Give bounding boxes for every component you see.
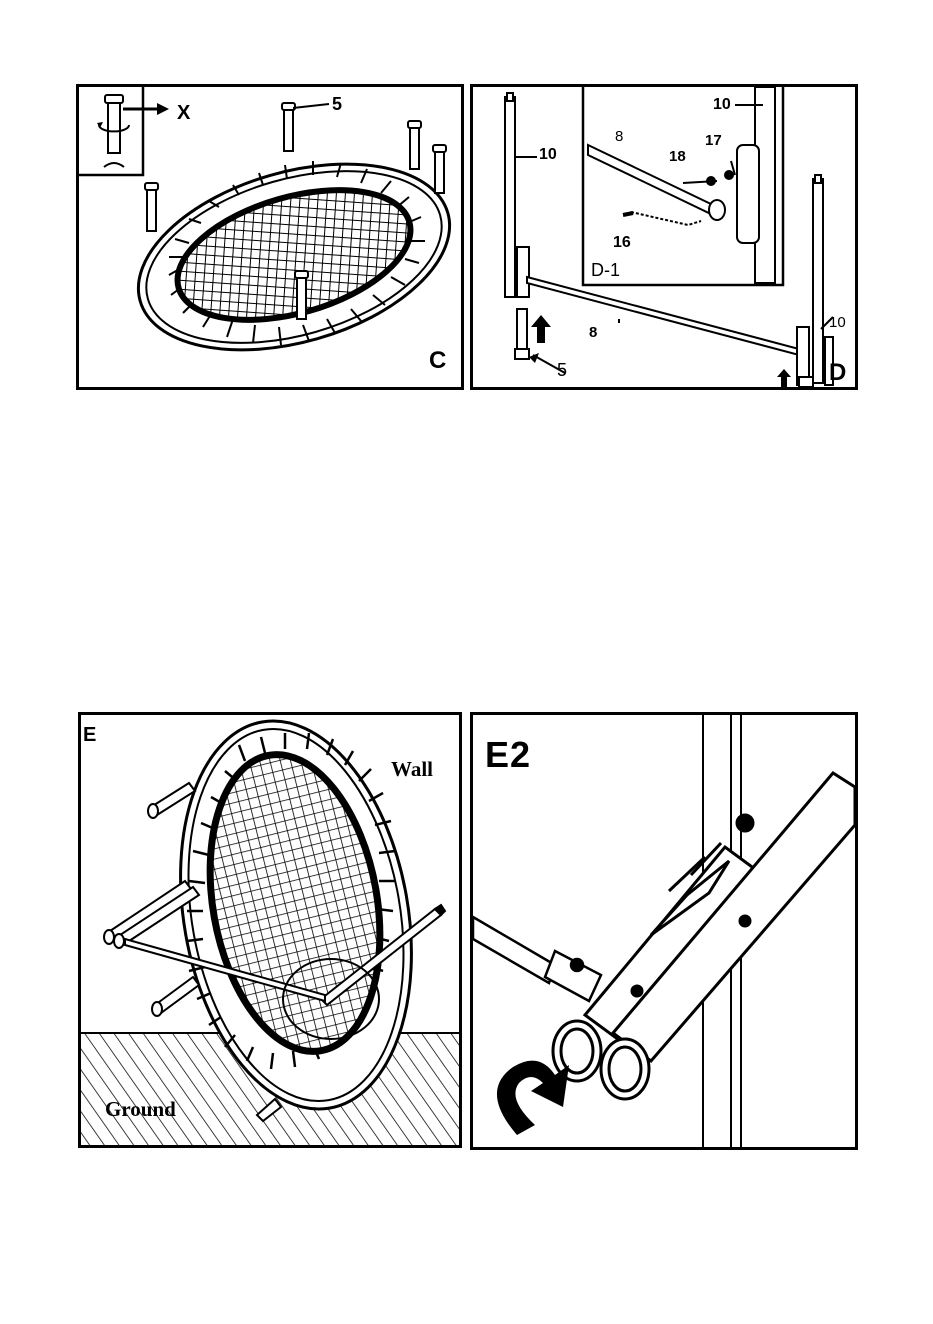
panel-c-letter: C	[429, 349, 446, 373]
inset-callout-bolt: 16	[613, 235, 631, 251]
callout-leg-d: 5	[557, 361, 567, 379]
crossbar	[527, 277, 799, 355]
callout-crossbar: 8	[589, 325, 597, 340]
crossbar-tube	[473, 917, 601, 1001]
wall-label: Wall	[391, 759, 433, 780]
arrow-up-right	[777, 369, 791, 387]
panel-e: E Wall Ground	[78, 712, 462, 1148]
inset-title: D-1	[591, 261, 620, 279]
arrow-up-left	[531, 315, 551, 343]
panel-e2-drawing	[473, 715, 855, 1147]
panel-c-drawing	[79, 87, 461, 387]
upright-right	[797, 175, 833, 387]
panel-e2: E2	[470, 712, 858, 1150]
callout-upright-left: 10	[539, 147, 557, 163]
leader-leg-5	[293, 104, 329, 108]
upright-left	[505, 93, 529, 359]
callout-leg: 5	[332, 95, 342, 113]
inset-leg-twist	[79, 87, 169, 175]
inset-callout-washer: 18	[669, 149, 686, 164]
panel-e2-title: E2	[485, 737, 531, 773]
inset-callout-nut: 17	[705, 133, 722, 148]
panel-e-letter: E	[83, 725, 96, 745]
panel-d-drawing	[473, 87, 855, 387]
panel-c: X 5 C	[76, 84, 464, 390]
callout-upright-right: 10	[829, 315, 846, 330]
panel-d: 10 8 18 17 16 D-1 10 8 5 10 D	[470, 84, 858, 390]
ground-label: Ground	[105, 1099, 176, 1120]
inset-callout-crossbar: 8	[615, 129, 623, 144]
panel-c-inset-label: X	[177, 103, 190, 123]
panel-d-letter: D	[829, 361, 846, 385]
inset-callout-upright: 10	[713, 97, 731, 113]
